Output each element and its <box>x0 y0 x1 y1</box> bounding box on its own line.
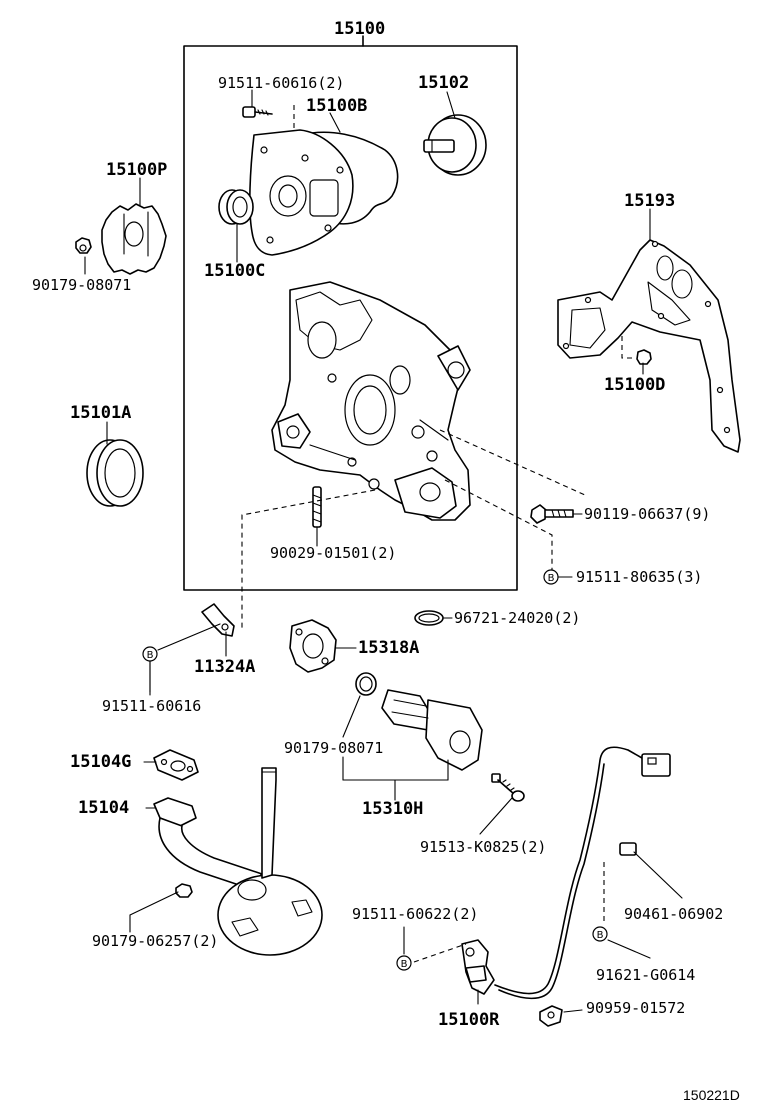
label-bolt-right-9: 90119-06637(9) <box>584 505 710 523</box>
label-plug-right: 15100D <box>604 375 665 395</box>
label-strainer-gasket: 15104G <box>70 752 131 772</box>
callout-b-clamp: B <box>592 926 608 942</box>
label-gasket-mid: 15318A <box>358 638 419 658</box>
callout-b-sensor: B <box>396 955 412 971</box>
clamp-part <box>603 842 637 925</box>
gear-part <box>101 203 167 275</box>
label-stud: 90029-01501(2) <box>270 544 396 562</box>
label-strainer: 15104 <box>78 798 129 818</box>
label-bolt-sensor-k: 91513-K0825(2) <box>420 838 546 856</box>
stud-part <box>312 486 322 541</box>
right-gasket-part <box>557 239 741 453</box>
callout-b-right-text: B <box>548 573 555 584</box>
valve-part <box>381 689 483 771</box>
label-oring-right: 96721-24020(2) <box>454 609 580 627</box>
callout-b-left-text: B <box>147 650 154 661</box>
dash-bracket <box>241 489 376 628</box>
label-gasket-right: 15193 <box>624 191 675 211</box>
callout-b-clamp-text: B <box>597 930 604 941</box>
dash-boltb <box>444 479 553 575</box>
callout-b-left: B <box>142 646 158 662</box>
label-cover-gasket: 15100B <box>306 96 367 116</box>
oring-mid-inner <box>359 676 373 692</box>
nut-gear-part <box>75 237 92 254</box>
sensor-harness-part <box>494 746 671 1000</box>
pump-rotor-part <box>423 114 487 176</box>
label-gear: 15100P <box>106 160 167 180</box>
nut-strainer-part <box>175 883 193 898</box>
label-clamp: 90461-06902 <box>624 905 723 923</box>
leader-lines <box>84 89 683 1013</box>
label-valve: 15310H <box>362 799 423 819</box>
label-bracket: 11324A <box>194 657 255 677</box>
label-bolt-sensor: 91511-60622(2) <box>352 905 478 923</box>
small-seal-part <box>218 189 254 225</box>
oil-seal-part <box>86 439 144 507</box>
oring-right-inner <box>418 613 440 623</box>
strainer-gasket-part <box>153 749 199 781</box>
callout-b-sensor-text: B <box>401 959 408 970</box>
pump-cover-part <box>249 129 354 256</box>
label-nut-gear: 90179-08071 <box>32 276 131 294</box>
label-oil-seal: 15101A <box>70 403 131 423</box>
plug-right-part <box>621 336 652 365</box>
main-group-box <box>183 35 518 591</box>
bracket-part <box>201 603 235 637</box>
label-bolt-bracket: 91511-60616 <box>102 697 201 715</box>
label-bolt-right-b: 91511-80635(3) <box>576 568 702 586</box>
timing-cover-part <box>271 281 471 521</box>
strainer-part <box>153 767 323 956</box>
label-clip: 90959-01572 <box>586 999 685 1017</box>
label-nut-strainer: 90179-06257(2) <box>92 932 218 950</box>
gasket-mid-part <box>289 619 337 673</box>
label-bolt-top: 91511-60616(2) <box>218 74 344 92</box>
valve-bracket-lines <box>342 756 449 801</box>
label-bolt-b-right: 91621-G0614 <box>596 966 695 984</box>
label-seal-small: 15100C <box>204 261 265 281</box>
label-sensor: 15100R <box>438 1010 500 1030</box>
label-main-group: 15100 <box>334 19 385 39</box>
bolt-k-part <box>491 773 525 802</box>
diagram-code: 150221D <box>683 1087 740 1103</box>
label-pump-rotor: 15102 <box>418 73 469 93</box>
label-oring-mid: 90179-08071 <box>284 739 383 757</box>
sensor-part <box>461 939 495 995</box>
bolt-nine-part <box>530 504 574 524</box>
callout-b-right: B <box>543 569 559 585</box>
clip-part <box>539 1005 563 1027</box>
